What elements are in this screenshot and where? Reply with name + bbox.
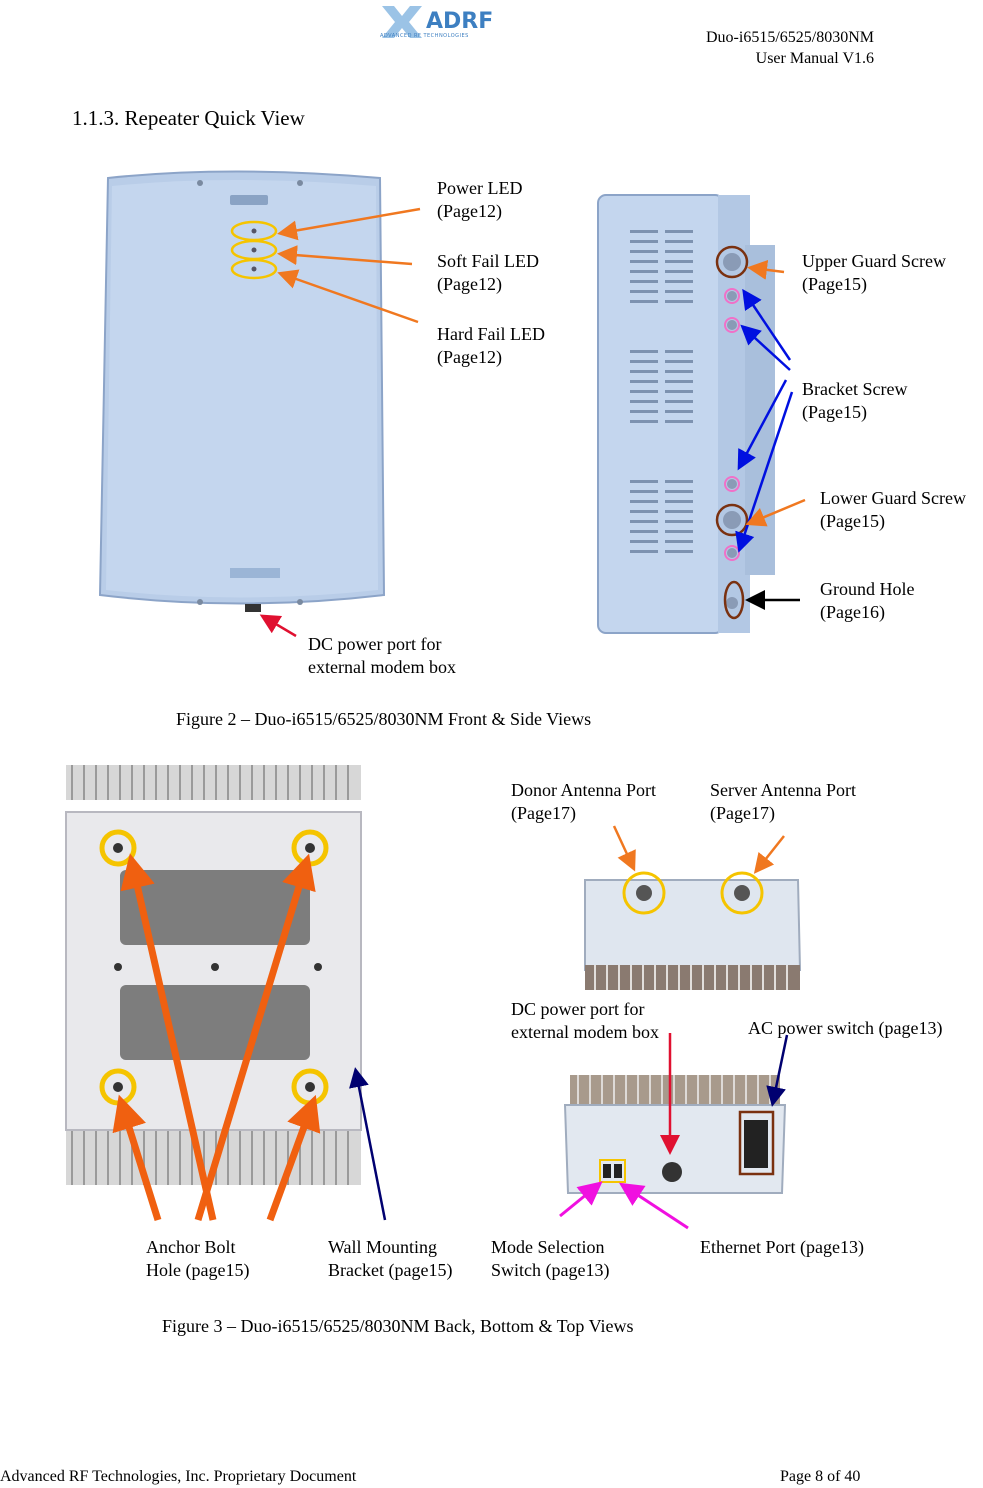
label-bracket-screw: Bracket Screw (Page15) <box>802 379 908 422</box>
bracket-screw-marker-2 <box>724 317 740 333</box>
svg-text:ADRF: ADRF <box>426 9 493 34</box>
bracket-screw-marker-1 <box>724 288 740 304</box>
label-ethernet-port: Ethernet Port (page13) <box>700 1237 864 1257</box>
donor-port-marker <box>622 871 666 915</box>
doc-version: User Manual V1.6 <box>755 50 874 67</box>
logo-tagline: ADVANCED RF TECHNOLOGIES <box>380 33 469 39</box>
label-ac-power-switch: AC power switch (page13) <box>748 1018 943 1038</box>
label-soft-fail-led: Soft Fail LED (Page12) <box>437 251 539 294</box>
label-dc-port-front: DC power port for external modem box <box>308 634 456 677</box>
figure2-caption: Figure 2 – Duo-i6515/6525/8030NM Front &… <box>176 709 592 729</box>
back-view-photo <box>65 765 362 1185</box>
hard-fail-led-marker <box>230 258 278 280</box>
bracket-screw-marker-4 <box>724 545 740 561</box>
label-upper-guard-screw: Upper Guard Screw (Page15) <box>802 251 946 294</box>
label-wall-mounting-bracket: Wall Mounting Bracket (page15) <box>328 1237 453 1280</box>
label-donor-antenna-port: Donor Antenna Port (Page17) <box>511 780 656 823</box>
footer-left: Advanced RF Technologies, Inc. Proprieta… <box>0 1468 357 1485</box>
section-title: 1.1.3. Repeater Quick View <box>72 106 305 130</box>
doc-title: Duo-i6515/6525/8030NM <box>706 29 874 46</box>
label-ground-hole: Ground Hole (Page16) <box>820 579 915 622</box>
footer-page-number: Page 8 of 40 <box>780 1468 861 1485</box>
bottom-view-photo <box>584 879 802 990</box>
mode-switch-marker <box>599 1159 626 1183</box>
ac-switch-marker <box>738 1110 775 1176</box>
label-power-led: Power LED (Page12) <box>437 178 523 221</box>
adrf-logo-icon: ADRF <box>382 6 493 38</box>
label-lower-guard-screw: Lower Guard Screw (Page15) <box>820 488 966 531</box>
label-hard-fail-led: Hard Fail LED (Page12) <box>437 324 545 367</box>
header-logo: ADRF ADVANCED RF TECHNOLOGIES <box>380 2 498 42</box>
label-anchor-bolt: Anchor Bolt Hole (page15) <box>146 1237 250 1280</box>
upper-guard-marker <box>715 245 749 279</box>
figure3-caption: Figure 3 – Duo-i6515/6525/8030NM Back, B… <box>162 1316 634 1336</box>
anchor-marker-1 <box>99 829 137 867</box>
label-server-antenna-port: Server Antenna Port (Page17) <box>710 780 856 823</box>
label-mode-selection-switch: Mode Selection Switch (page13) <box>491 1237 610 1280</box>
bracket-screw-marker-3 <box>724 476 740 492</box>
label-dc-port-top: DC power port for external modem box <box>511 999 659 1042</box>
top-view-photo <box>563 1075 787 1194</box>
server-port-marker <box>720 871 764 915</box>
ground-hole-marker <box>723 580 745 620</box>
